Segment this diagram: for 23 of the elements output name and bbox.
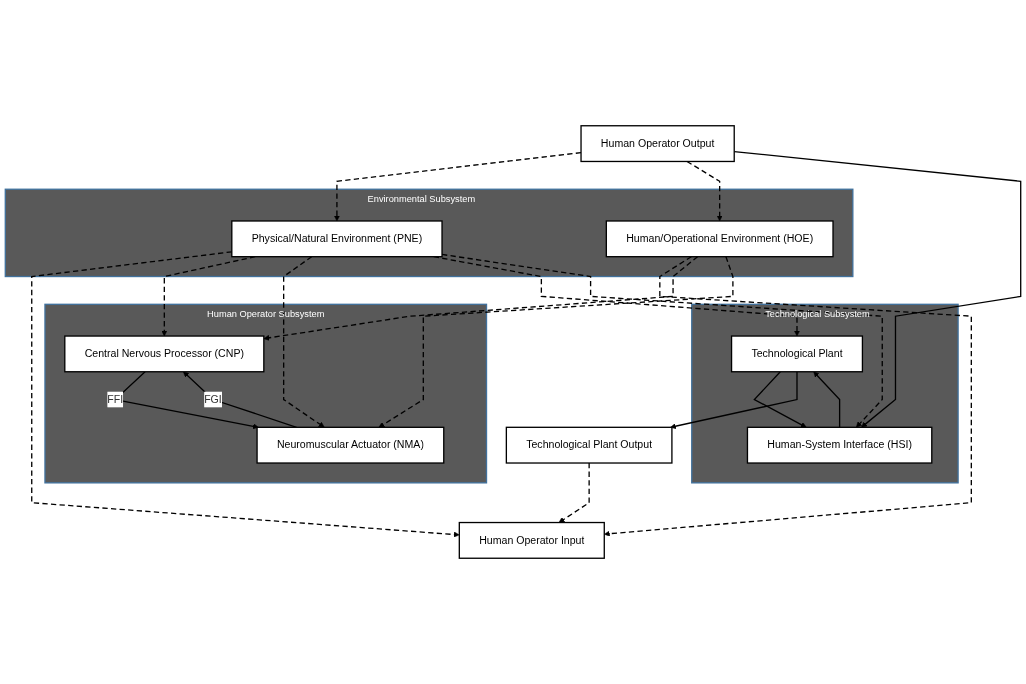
edge-label: FFI	[107, 393, 124, 405]
node-box: Human/Operational Environment (HOE)	[605, 220, 834, 258]
arrow	[670, 371, 798, 429]
node-box: Physical/Natural Environment (PNE)	[231, 220, 443, 258]
edge-label: FGI	[204, 393, 222, 405]
arrow	[441, 253, 883, 428]
node-box: Human Operator Input	[458, 521, 605, 559]
node-box: Neuromuscular Actuator (NMA)	[256, 426, 445, 464]
node-box: Human-System Interface (HSI)	[746, 426, 933, 464]
node-box: Technological Plant Output	[505, 426, 673, 464]
arrow	[31, 251, 460, 538]
arrow	[753, 371, 807, 428]
node-box: Human Operator Output	[580, 125, 735, 163]
arrow	[558, 462, 590, 523]
arrow	[378, 256, 734, 428]
arrow	[604, 256, 972, 537]
arrow	[813, 371, 841, 428]
arrow	[283, 256, 325, 428]
arrow	[686, 160, 723, 222]
node-box: Technological Plant	[730, 335, 864, 373]
arrow	[263, 256, 699, 341]
arrow	[334, 151, 582, 222]
node-box: Central Nervous Processor (CNP)	[64, 335, 265, 373]
